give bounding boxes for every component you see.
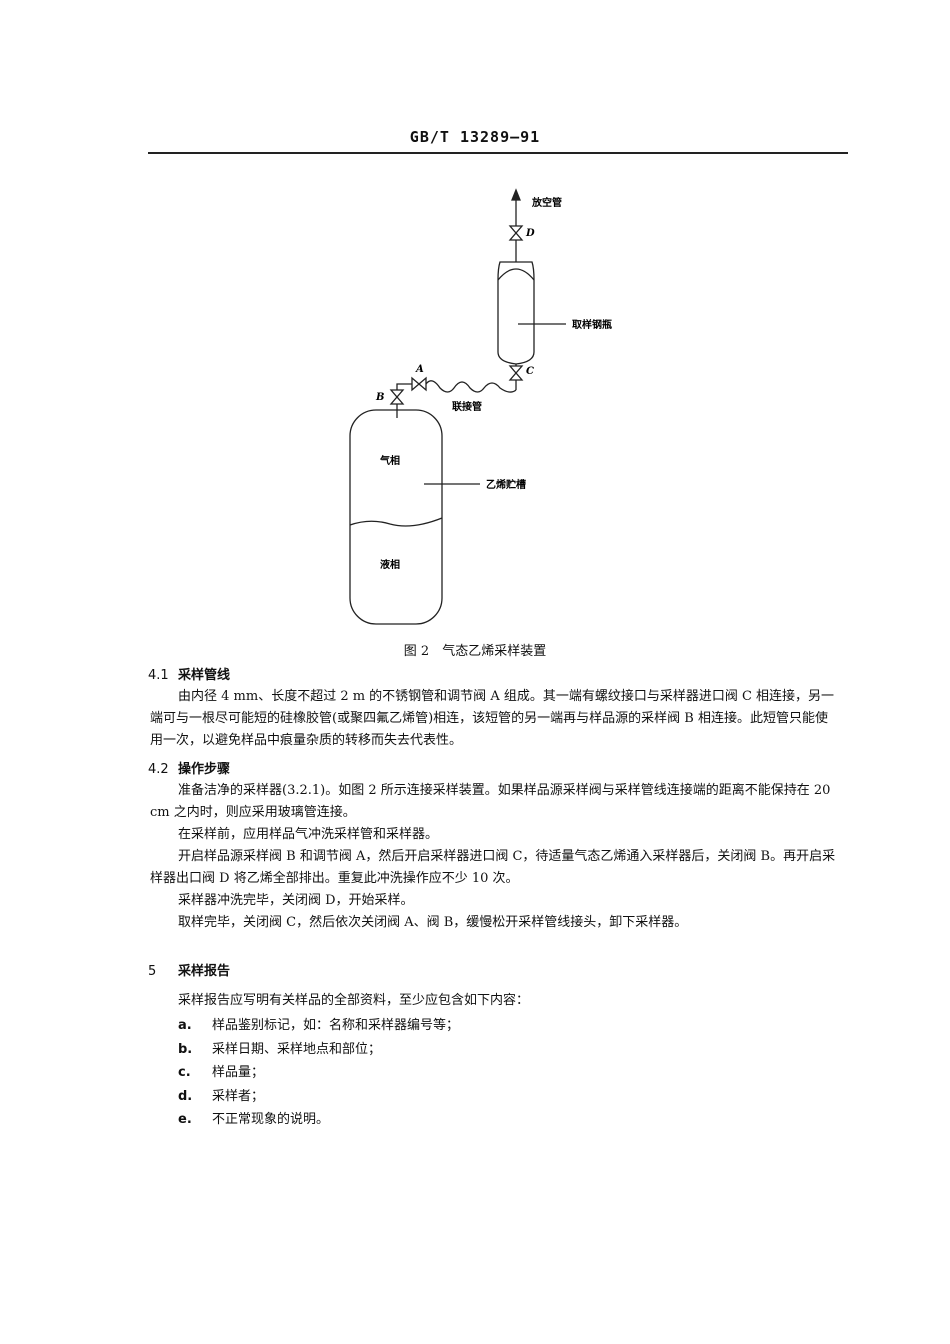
list-item: e. 不正常现象的说明。 — [178, 1108, 459, 1132]
connecting-hose — [425, 380, 517, 393]
valve-d-icon — [508, 225, 524, 241]
section-4-2-body: 准备洁净的采样器(3.2.1)。如图 2 所示连接采样装置。如果样品源采样阀与采… — [150, 780, 840, 934]
sampling-apparatus-diagram: 放空管 D 取样钢瓶 A C B 联接管 气相 乙烯贮槽 液相 — [349, 188, 612, 625]
item-text: 采样者； — [212, 1088, 265, 1104]
section-title: 采样报告 — [178, 964, 231, 979]
valve-b-icon — [389, 389, 405, 405]
paragraph: 由内径 4 mm、长度不超过 2 m 的不锈钢管和调节阀 A 组成。其一端有螺纹… — [150, 689, 835, 748]
valve-c-icon — [508, 365, 524, 381]
ethylene-tank — [349, 409, 443, 625]
item-text: 样品鉴别标记，如：名称和采样器编号等； — [212, 1018, 460, 1033]
valve-a-icon — [411, 376, 427, 392]
liquid-phase-label: 液相 — [380, 558, 400, 571]
cylinder-label: 取样钢瓶 — [572, 318, 612, 331]
hose-label: 联接管 — [452, 400, 482, 413]
valve-c-label: C — [526, 366, 534, 377]
item-key: c. — [178, 1065, 191, 1080]
list-item: c. 样品量； — [178, 1061, 459, 1085]
figure-caption: 图 2 气态乙烯采样装置 — [403, 644, 547, 659]
paragraph: 准备洁净的采样器(3.2.1)。如图 2 所示连接采样装置。如果样品源采样阀与采… — [150, 783, 831, 820]
list-item: a. 样品鉴别标记，如：名称和采样器编号等； — [178, 1014, 459, 1038]
item-key: d. — [178, 1088, 193, 1104]
gas-phase-label: 气相 — [379, 454, 400, 467]
cylinder-top — [497, 268, 535, 281]
item-key: a. — [178, 1018, 192, 1033]
list-item: d. 采样者； — [178, 1085, 459, 1109]
section-number: 5 — [148, 964, 157, 979]
paragraph: 取样完毕，关闭阀 C，然后依次关闭阀 A、阀 B，缓慢松开采样管线接头，卸下采样… — [178, 915, 688, 930]
valve-d-label: D — [525, 228, 535, 239]
sampling-cylinder — [497, 261, 535, 365]
standard-code-header: GB/T 13289—91 — [409, 128, 541, 146]
item-text: 采样日期、采样地点和部位； — [212, 1041, 382, 1057]
valve-b-label: B — [375, 392, 384, 403]
paragraph: 开启样品源采样阀 B 和调节阀 A，然后开启采样器进口阀 C，待适量气态乙烯通入… — [150, 849, 836, 886]
item-key: e. — [178, 1112, 192, 1127]
valve-a-label: A — [415, 364, 424, 375]
section-title: 操作步骤 — [178, 762, 231, 777]
section-4-1-body: 由内径 4 mm、长度不超过 2 m 的不锈钢管和调节阀 A 组成。其一端有螺纹… — [150, 686, 840, 752]
paragraph: 采样器冲洗完毕，关闭阀 D，开始采样。 — [178, 893, 414, 908]
section-4-1-heading: 4.1 采样管线 — [148, 664, 230, 683]
section-5-intro: 采样报告应写明有关样品的全部资料，至少应包含如下内容： — [150, 990, 840, 1012]
section-5-heading: 5 采样报告 — [148, 960, 230, 979]
list-item: b. 采样日期、采样地点和部位； — [178, 1038, 459, 1062]
vent-label: 放空管 — [531, 196, 562, 209]
item-text: 样品量； — [212, 1065, 265, 1080]
paragraph: 在采样前，应用样品气冲洗采样管和采样器。 — [178, 827, 439, 842]
paragraph: 采样报告应写明有关样品的全部资料，至少应包含如下内容： — [178, 993, 530, 1008]
report-items-list: a. 样品鉴别标记，如：名称和采样器编号等； b. 采样日期、采样地点和部位； c.… — [178, 1014, 459, 1132]
item-key: b. — [178, 1041, 193, 1057]
section-4-2-heading: 4.2 操作步骤 — [148, 758, 230, 777]
tank-label: 乙烯贮槽 — [486, 478, 526, 491]
liquid-level-line — [349, 517, 443, 527]
header-rule — [148, 152, 848, 154]
section-title: 采样管线 — [178, 668, 231, 683]
item-text: 不正常现象的说明。 — [212, 1112, 330, 1127]
section-number: 4.1 — [148, 668, 169, 683]
section-number: 4.2 — [148, 762, 169, 777]
vent-arrow-icon — [511, 188, 521, 201]
